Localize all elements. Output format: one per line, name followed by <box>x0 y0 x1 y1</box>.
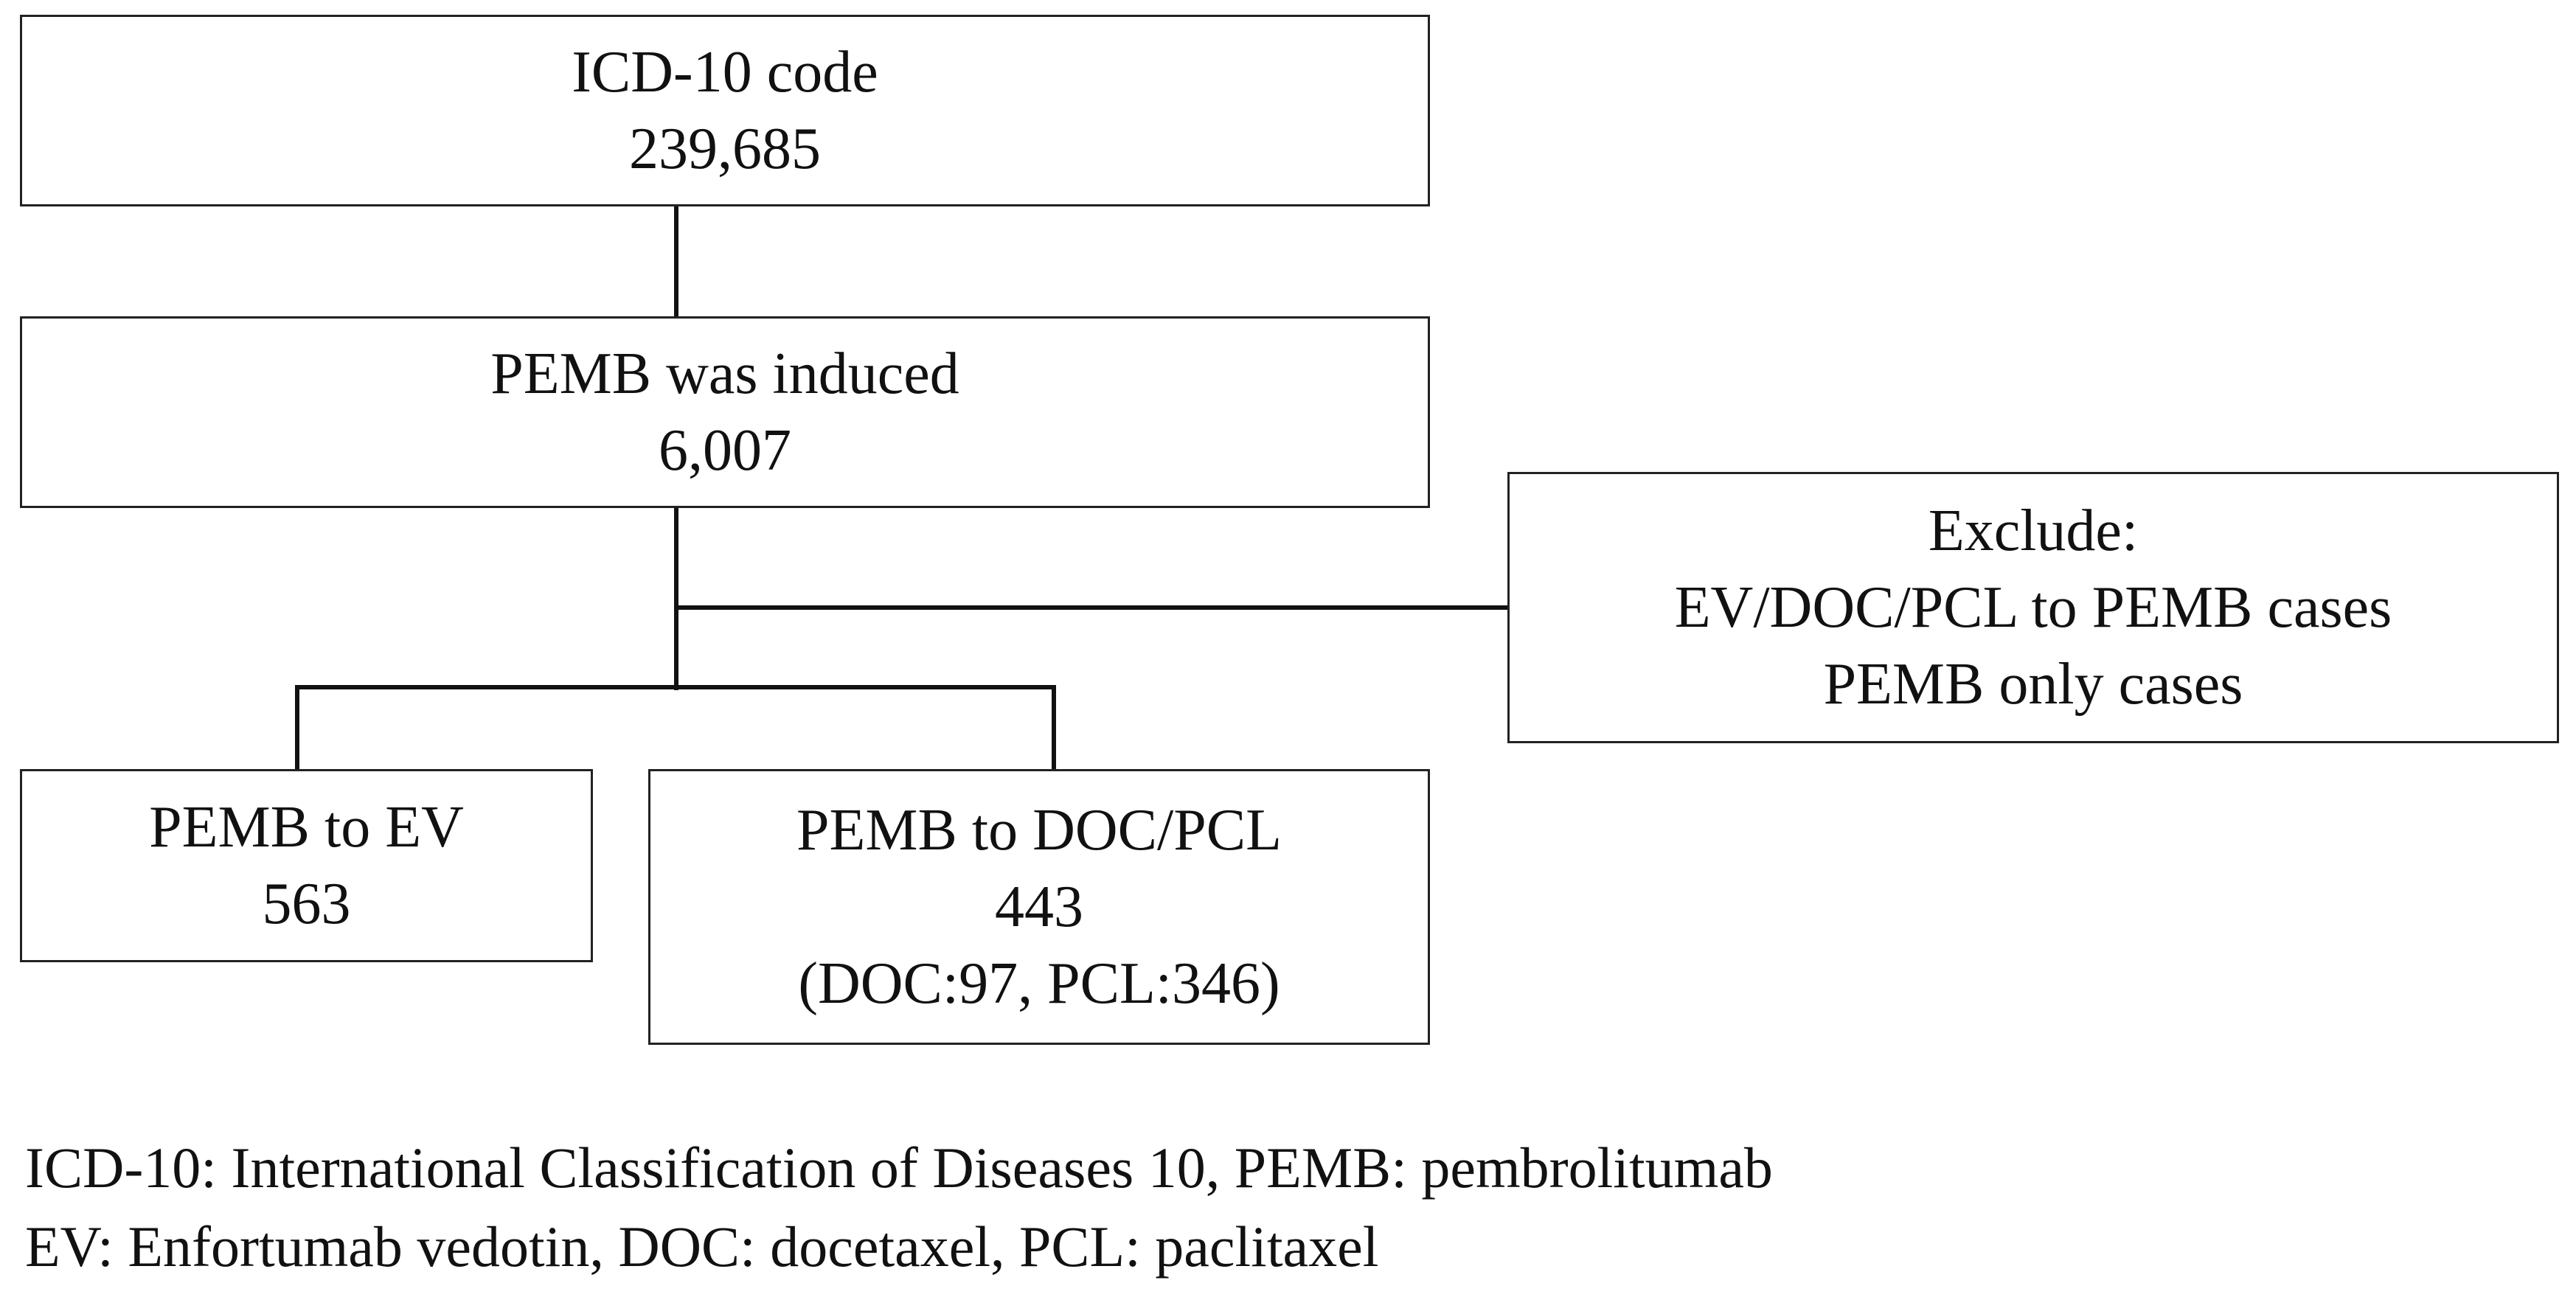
legend-line-2: EV: Enfortumab vedotin, DOC: docetaxel, … <box>25 1214 1379 1279</box>
exclude-criterion-2: PEMB only cases <box>1823 652 2243 717</box>
exclude-criterion-1: EV/DOC/PCL to PEMB cases <box>1674 575 2392 640</box>
pemb-to-doc-pcl-box: PEMB to DOC/PCL 443 (DOC:97, PCL:346) <box>648 769 1430 1045</box>
connector-branch-horizontal <box>295 685 1056 689</box>
pemb-to-ev-box: PEMB to EV 563 <box>20 769 593 962</box>
connector-pemb-trunk <box>674 507 678 690</box>
pemb-induced-label: PEMB was induced <box>490 341 959 406</box>
icd10-code-box: ICD-10 code 239,685 <box>20 15 1430 206</box>
pemb-induced-count: 6,007 <box>659 418 791 483</box>
connector-to-pemb-doc-pcl <box>1052 685 1056 771</box>
pemb-to-doc-pcl-label: PEMB to DOC/PCL <box>796 798 1282 863</box>
connector-icd-to-pemb <box>674 206 678 319</box>
icd10-code-count: 239,685 <box>629 117 821 181</box>
connector-to-exclude <box>674 605 1510 610</box>
pemb-to-doc-pcl-breakdown: (DOC:97, PCL:346) <box>798 951 1280 1016</box>
pemb-to-doc-pcl-count: 443 <box>995 874 1083 939</box>
connector-to-pemb-ev <box>295 685 299 771</box>
exclude-label: Exclude: <box>1928 498 2139 563</box>
pemb-to-ev-count: 563 <box>262 872 351 936</box>
pemb-induced-box: PEMB was induced 6,007 <box>20 316 1430 508</box>
icd10-code-label: ICD-10 code <box>572 40 878 105</box>
legend-line-1: ICD-10: International Classification of … <box>25 1136 1773 1200</box>
pemb-to-ev-label: PEMB to EV <box>149 795 464 860</box>
exclude-box: Exclude: EV/DOC/PCL to PEMB cases PEMB o… <box>1507 472 2559 743</box>
